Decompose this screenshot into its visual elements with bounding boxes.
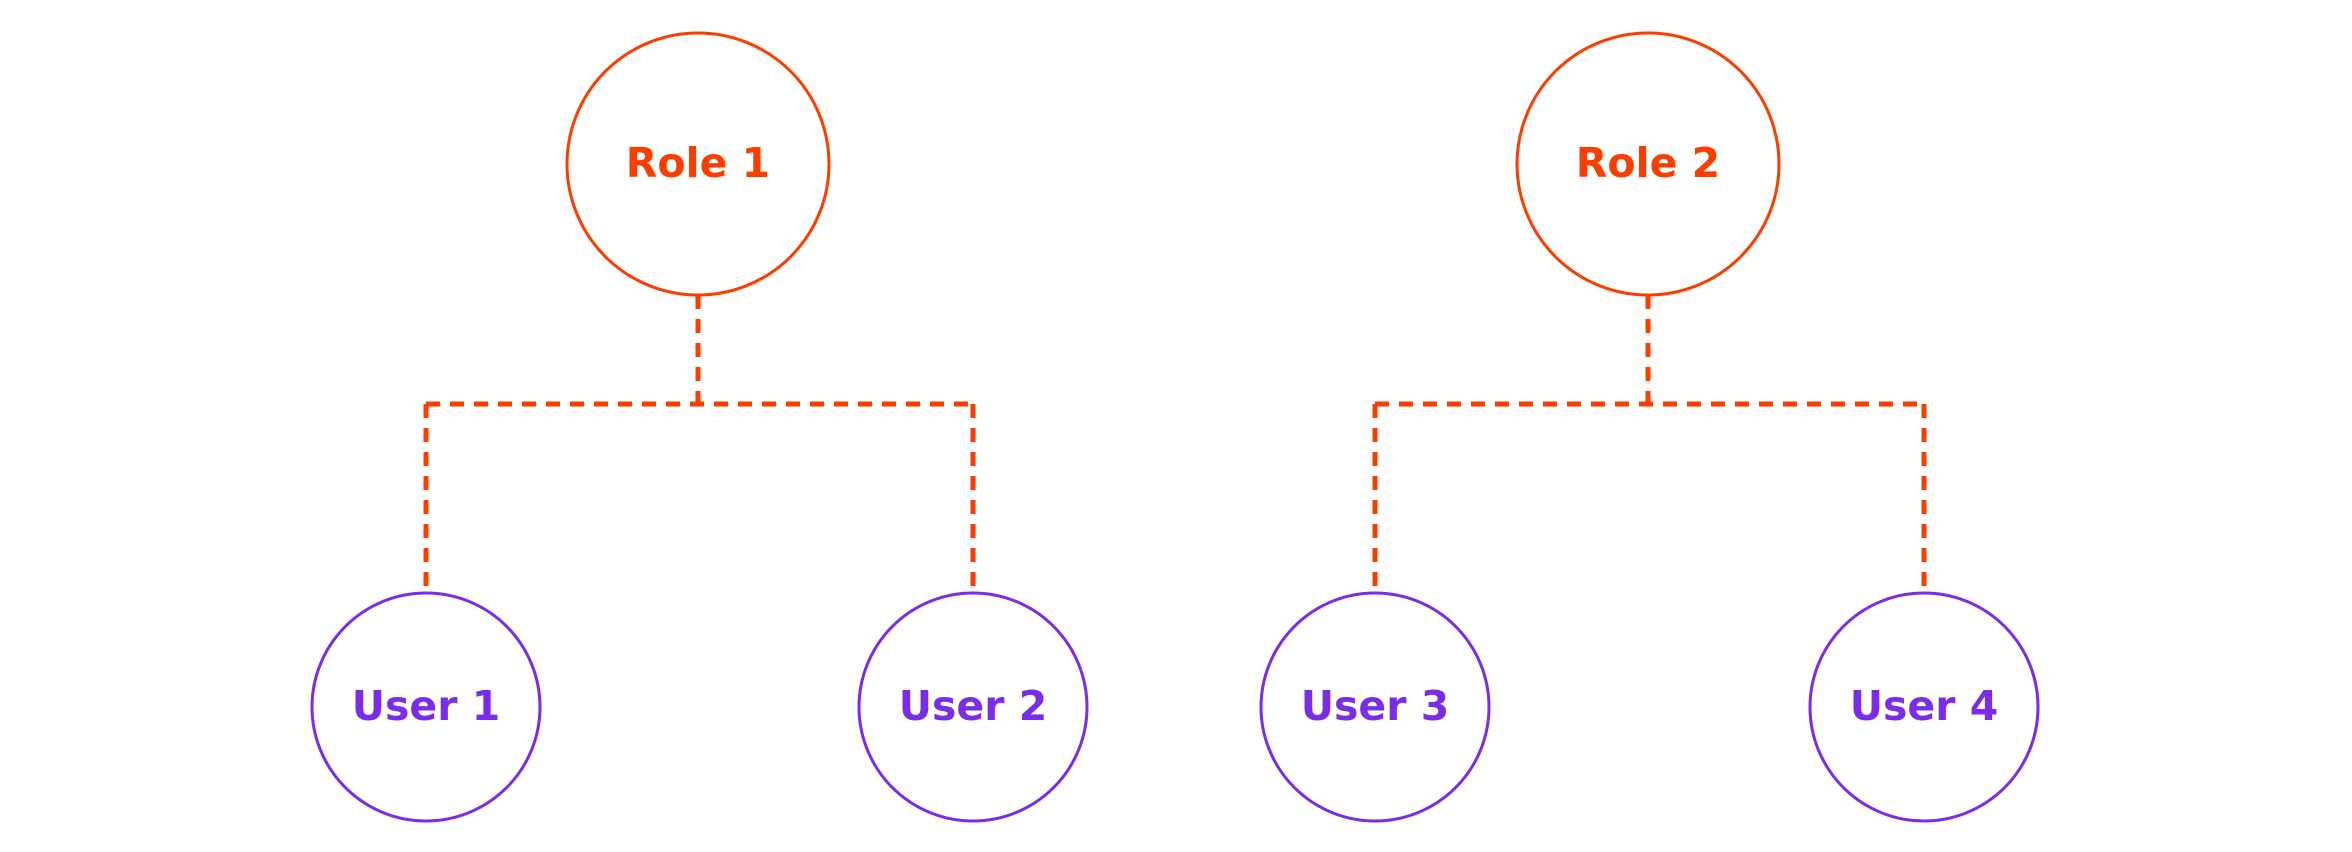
node-user-2[interactable]: User 2 <box>857 591 1089 823</box>
user-4-circle[interactable] <box>1808 591 2040 823</box>
role-2-label: Role 2 <box>1576 139 1720 187</box>
role-1-label: Role 1 <box>626 139 770 187</box>
node-user-3[interactable]: User 3 <box>1259 591 1491 823</box>
role-2-circle[interactable] <box>1515 31 1781 297</box>
node-role-2[interactable]: Role 2 <box>1515 31 1781 297</box>
user-1-label: User 1 <box>352 682 501 730</box>
user-3-circle[interactable] <box>1259 591 1491 823</box>
node-role-1[interactable]: Role 1 <box>565 31 831 297</box>
edge-group-role-1 <box>423 295 976 593</box>
user-3-label: User 3 <box>1301 682 1450 730</box>
role-1-circle[interactable] <box>565 31 831 297</box>
node-user-1[interactable]: User 1 <box>310 591 542 823</box>
edge-group-role-2 <box>1372 295 1927 593</box>
user-2-label: User 2 <box>899 682 1048 730</box>
user-2-circle[interactable] <box>857 591 1089 823</box>
user-4-label: User 4 <box>1850 682 1999 730</box>
node-user-4[interactable]: User 4 <box>1808 591 2040 823</box>
user-1-circle[interactable] <box>310 591 542 823</box>
